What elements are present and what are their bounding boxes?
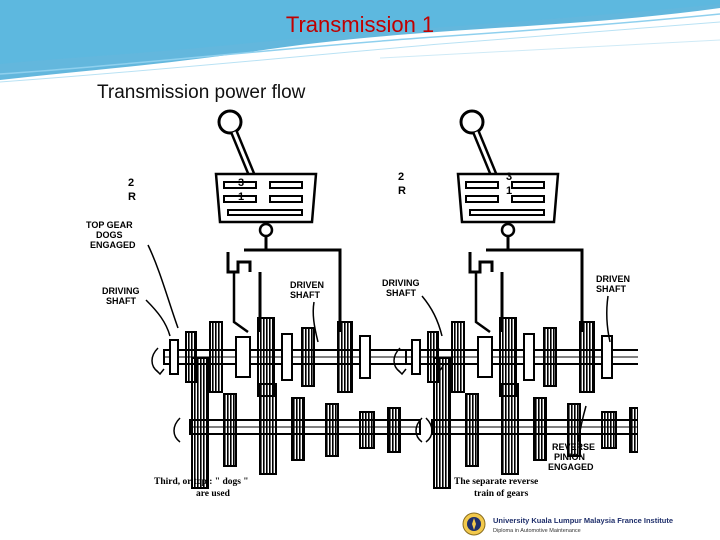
top-gear-label-line2: DOGS bbox=[96, 230, 123, 240]
left-driving-label-line1: DRIVING bbox=[102, 286, 140, 296]
right-driven-label-line1: DRIVEN bbox=[596, 274, 630, 284]
left-driven-label-line1: DRIVEN bbox=[290, 280, 324, 290]
right-caption-line1: The separate reverse bbox=[454, 477, 538, 487]
reverse-label-line2: PINION bbox=[554, 452, 585, 462]
right-driving-label-line2: SHAFT bbox=[386, 288, 416, 298]
institute-name: University Kuala Lumpur Malaysia France … bbox=[493, 516, 674, 525]
right-driven-pointer bbox=[605, 295, 611, 343]
left-caption-line1: Third, or top : " dogs " bbox=[154, 477, 249, 487]
transmission-diagram: 2 R 3 1 TOP GEAR DOGS ENGAGED DRIVING SH… bbox=[86, 100, 638, 499]
top-gear-label-line3: ENGAGED bbox=[90, 240, 136, 250]
right-driving-pointer bbox=[421, 295, 443, 337]
gate-number-r-left: R bbox=[128, 191, 136, 203]
gate-number-2-left: 2 bbox=[128, 177, 134, 189]
program-name: Diploma in Automotive Maintenance bbox=[493, 528, 581, 534]
right-driven-label-line2: SHAFT bbox=[596, 284, 626, 294]
reverse-label-line1: REVERSE bbox=[552, 442, 595, 452]
gate-number-r-right: R bbox=[398, 185, 406, 197]
slide-subtitle: Transmission power flow bbox=[97, 82, 306, 103]
header-wave-decoration bbox=[0, 0, 720, 83]
right-caption-line2: train of gears bbox=[474, 489, 529, 499]
gearbox-left: 2 R 3 1 TOP GEAR DOGS ENGAGED DRIVING SH… bbox=[86, 111, 444, 499]
gate-number-2-right: 2 bbox=[398, 171, 404, 183]
gate-number-1-right: 1 bbox=[506, 185, 512, 197]
reverse-label-line3: ENGAGED bbox=[548, 462, 594, 472]
right-driving-label-line1: DRIVING bbox=[382, 278, 420, 288]
left-caption-line2: are used bbox=[196, 489, 231, 499]
gearbox-right: 2 R 3 1 DRIVING SHAFT DRIVEN SHAFT REVER… bbox=[382, 111, 638, 499]
slide-title: Transmission 1 bbox=[285, 12, 435, 37]
gate-number-1-left: 1 bbox=[238, 191, 244, 203]
top-gear-label-line1: TOP GEAR bbox=[86, 220, 133, 230]
gate-number-3-left: 3 bbox=[238, 177, 244, 189]
left-driving-pointer bbox=[145, 299, 171, 337]
reverse-pointer bbox=[577, 405, 587, 443]
left-driving-label-line2: SHAFT bbox=[106, 296, 136, 306]
top-gear-pointer bbox=[147, 244, 179, 329]
left-driven-pointer bbox=[312, 301, 319, 343]
gate-number-3-right: 3 bbox=[506, 171, 512, 183]
institute-logo-icon bbox=[462, 512, 486, 536]
left-driven-label-line2: SHAFT bbox=[290, 290, 320, 300]
